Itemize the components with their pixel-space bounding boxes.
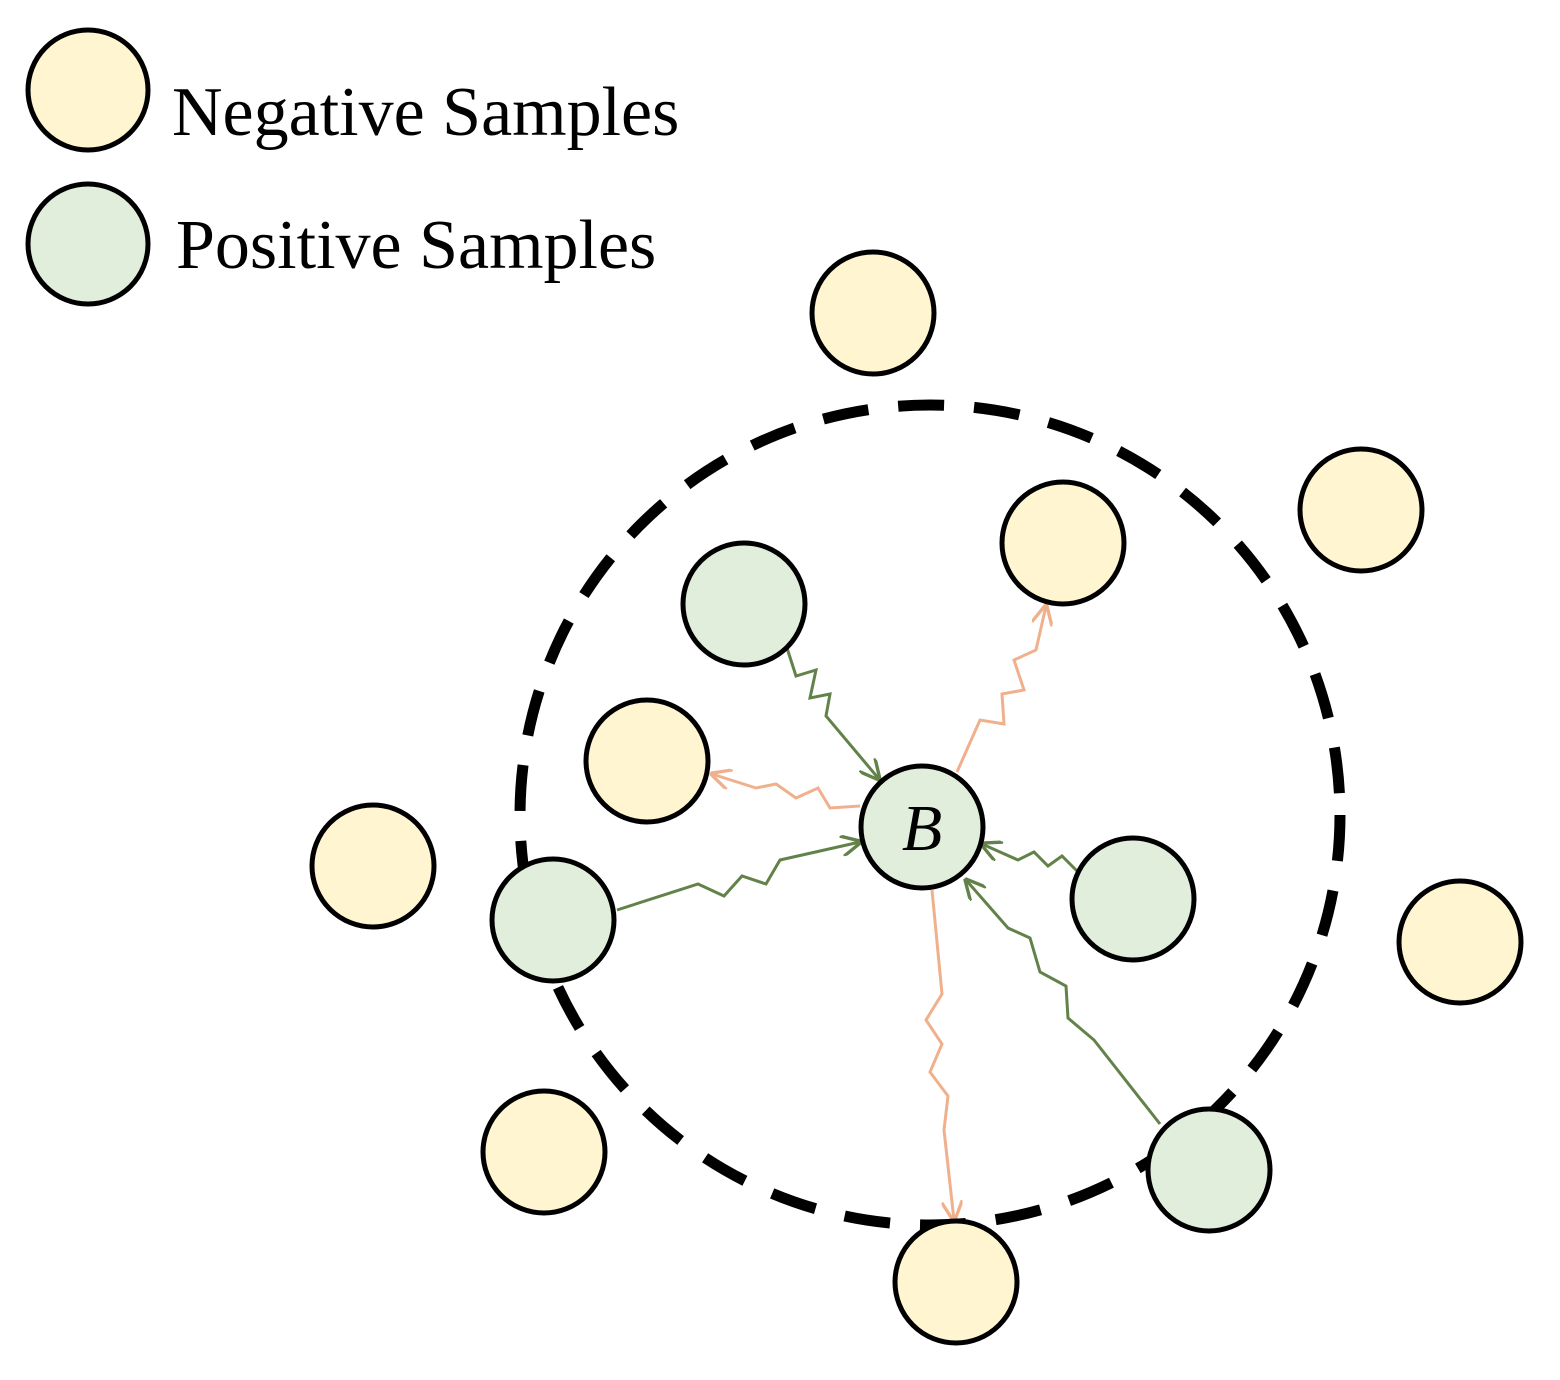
negative-sample-node: [999, 479, 1127, 607]
legend-positive: Positive Samples: [25, 181, 656, 307]
negative-sample-node: [480, 1088, 608, 1216]
legend-positive-swatch: [25, 181, 151, 307]
legend: Negative Samples Positive Samples: [25, 27, 679, 307]
positive-samples: [489, 540, 1273, 1234]
negative-edge: [712, 774, 861, 810]
positive-edge: [966, 880, 1162, 1125]
positive-sample-node: [1145, 1106, 1273, 1234]
negative-sample-node: [892, 1218, 1020, 1346]
positive-edge: [616, 842, 860, 912]
legend-negative-label: Negative Samples: [172, 74, 679, 151]
negative-sample-node: [1297, 446, 1425, 574]
legend-positive-label: Positive Samples: [176, 207, 656, 284]
negative-sample-node: [809, 249, 937, 377]
positive-sample-node: [680, 540, 808, 668]
positive-edge: [785, 647, 879, 779]
center-node-circle: [858, 763, 986, 891]
center-node-label: B: [902, 792, 942, 865]
negative-edge: [924, 889, 954, 1220]
legend-negative-swatch: [25, 27, 151, 153]
center-node: B: [858, 763, 986, 891]
edges: [616, 606, 1162, 1220]
negative-edge: [955, 606, 1046, 773]
positive-sample-node: [489, 856, 617, 984]
negative-sample-node: [309, 802, 437, 930]
positive-sample-node: [1069, 835, 1197, 963]
negative-sample-node: [1396, 878, 1524, 1006]
negative-sample-node: [583, 697, 711, 825]
legend-negative: Negative Samples: [25, 27, 679, 153]
negative-samples: [309, 249, 1524, 1346]
positive-edge: [982, 844, 1080, 874]
